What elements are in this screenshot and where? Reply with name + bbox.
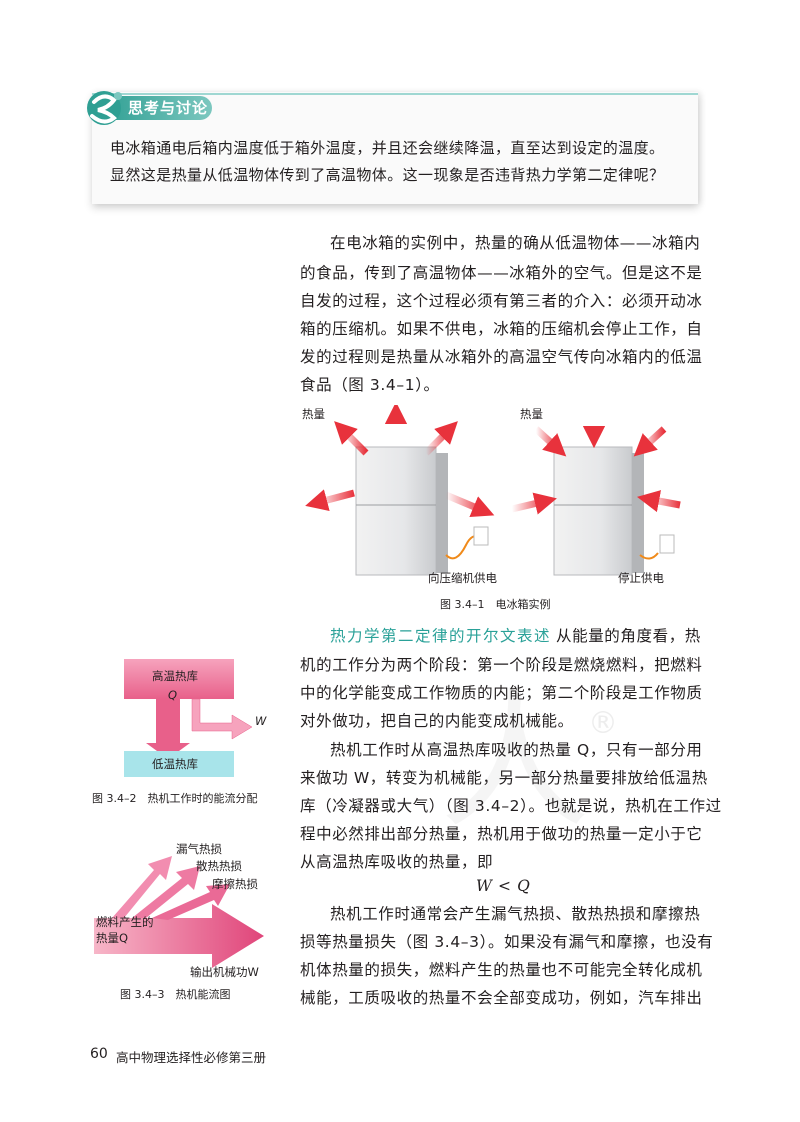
paragraph-line: 械能，工质吸收的热量不会全部变成功，例如，汽车排出 bbox=[300, 989, 703, 1007]
paragraph-line: 食品（图 3.4–1）。 bbox=[300, 376, 440, 394]
q-label: Q bbox=[168, 688, 178, 702]
paragraph-line: 热机工作时从高温热库吸收的热量 Q，只有一部分用 bbox=[330, 741, 703, 759]
paragraph-line: 库（冷凝器或大气）（图 3.4–2）。也就是说，热机在工作过 bbox=[300, 797, 722, 815]
paragraph-line: 在电冰箱的实例中，热量的确从低温物体——冰箱内 bbox=[330, 234, 701, 252]
fuel-heat-label: 燃料产生的 bbox=[96, 915, 154, 929]
heat-in-arrows bbox=[511, 409, 681, 515]
figure-caption: 图 3.4–3 热机能流图 bbox=[120, 988, 231, 1001]
fridge-label-left: 向压缩机供电 bbox=[428, 571, 497, 585]
work-arrow bbox=[191, 698, 253, 740]
paragraph-line: 中的化学能变成工作物质的内能；第二个阶段是工作物质 bbox=[300, 684, 703, 702]
discussion-title: 思考与讨论 bbox=[128, 99, 209, 117]
w-label: W bbox=[255, 714, 267, 728]
formula: W < Q bbox=[476, 877, 531, 895]
paragraph-line: 来做功 W，转变为机械能，另一部分热量要排放给低温热 bbox=[300, 769, 708, 787]
figure-energy-flow bbox=[124, 659, 253, 777]
heat-label-left: 热量 bbox=[302, 407, 325, 421]
watermark: 人 bbox=[440, 640, 590, 857]
paragraph-line: 从能量的角度看，热 bbox=[556, 627, 701, 645]
fridge-left bbox=[355, 446, 489, 576]
fridge-label-right: 停止供电 bbox=[618, 571, 664, 585]
paragraph-line: 从高温热库吸收的热量，即 bbox=[300, 853, 494, 871]
paragraph-line: 机体热量的损失，燃料产生的热量也不可能完全转化成机 bbox=[300, 961, 703, 979]
paragraph-line: 发的过程则是热量从冰箱外的高温空气传向冰箱内的低温 bbox=[300, 348, 703, 366]
low-reservoir-box bbox=[124, 751, 234, 777]
figure-heat-engine-flow bbox=[94, 856, 264, 968]
paragraph-line: 箱的压缩机。如果不供电，冰箱的压缩机会停止工作，自 bbox=[300, 320, 703, 338]
paragraph-line: 自发的过程，这个过程必须有第三者的介入：必须开动冰 bbox=[300, 292, 703, 310]
friction-loss-label: 摩擦热损 bbox=[212, 877, 258, 891]
output-work-label: 输出机械功W bbox=[190, 965, 259, 979]
dissipation-loss-arrow bbox=[132, 866, 200, 918]
figure-refrigerator-example bbox=[305, 405, 681, 576]
discussion-line: 电冰箱通电后箱内温度低于箱外温度，并且还会继续降温，直至达到设定的温度。 bbox=[110, 139, 665, 157]
leak-loss-label: 漏气热损 bbox=[176, 842, 222, 856]
discussion-line: 显然这是热量从低温物体传到了高温物体。这一现象是否违背热力学第二定律呢？ bbox=[110, 166, 665, 184]
main-flow-arrow bbox=[94, 904, 264, 968]
figure-caption: 图 3.4–1 电冰箱实例 bbox=[440, 598, 551, 611]
discussion-logo-icon bbox=[87, 91, 122, 125]
paragraph-line: 程中必然排出部分热量，热机用于做功的热量一定小于它 bbox=[300, 825, 703, 843]
low-reservoir-label: 低温热库 bbox=[152, 757, 198, 771]
paragraph-line: 热机工作时通常会产生漏气热损、散热热损和摩擦热 bbox=[330, 905, 701, 923]
high-reservoir-box bbox=[124, 659, 234, 699]
fridge-right bbox=[553, 446, 675, 576]
heat-out-arrows bbox=[305, 405, 495, 517]
section-heading: 热力学第二定律的开尔文表述 bbox=[330, 627, 552, 645]
discussion-top-rule bbox=[92, 93, 698, 95]
registered-mark: ® bbox=[588, 706, 618, 741]
book-title: 高中物理选择性必修第三册 bbox=[116, 1050, 267, 1065]
friction-loss-arrow bbox=[152, 884, 230, 920]
dissipation-loss-label: 散热热损 bbox=[196, 859, 242, 873]
high-reservoir-label: 高温热库 bbox=[152, 669, 198, 683]
paragraph-line: 损等热量损失（图 3.4–3）。如果没有漏气和摩擦，也没有 bbox=[300, 933, 714, 951]
paragraph-line: 的食品，传到了高温物体——冰箱外的空气。但是这不是 bbox=[300, 264, 703, 282]
fuel-heat-label-2: 热量Q bbox=[96, 931, 129, 945]
paragraph-line: 对外做功，把自己的内能变成机械能。 bbox=[300, 712, 574, 730]
figure-caption: 图 3.4–2 热机工作时的能流分配 bbox=[92, 792, 258, 805]
heat-down-arrow bbox=[146, 699, 190, 759]
heat-label-right: 热量 bbox=[520, 407, 543, 421]
paragraph-line: 机的工作分为两个阶段：第一个阶段是燃烧燃料，把燃料 bbox=[300, 656, 703, 674]
leak-loss-arrow bbox=[112, 856, 172, 918]
page-number: 60 bbox=[90, 1046, 108, 1062]
